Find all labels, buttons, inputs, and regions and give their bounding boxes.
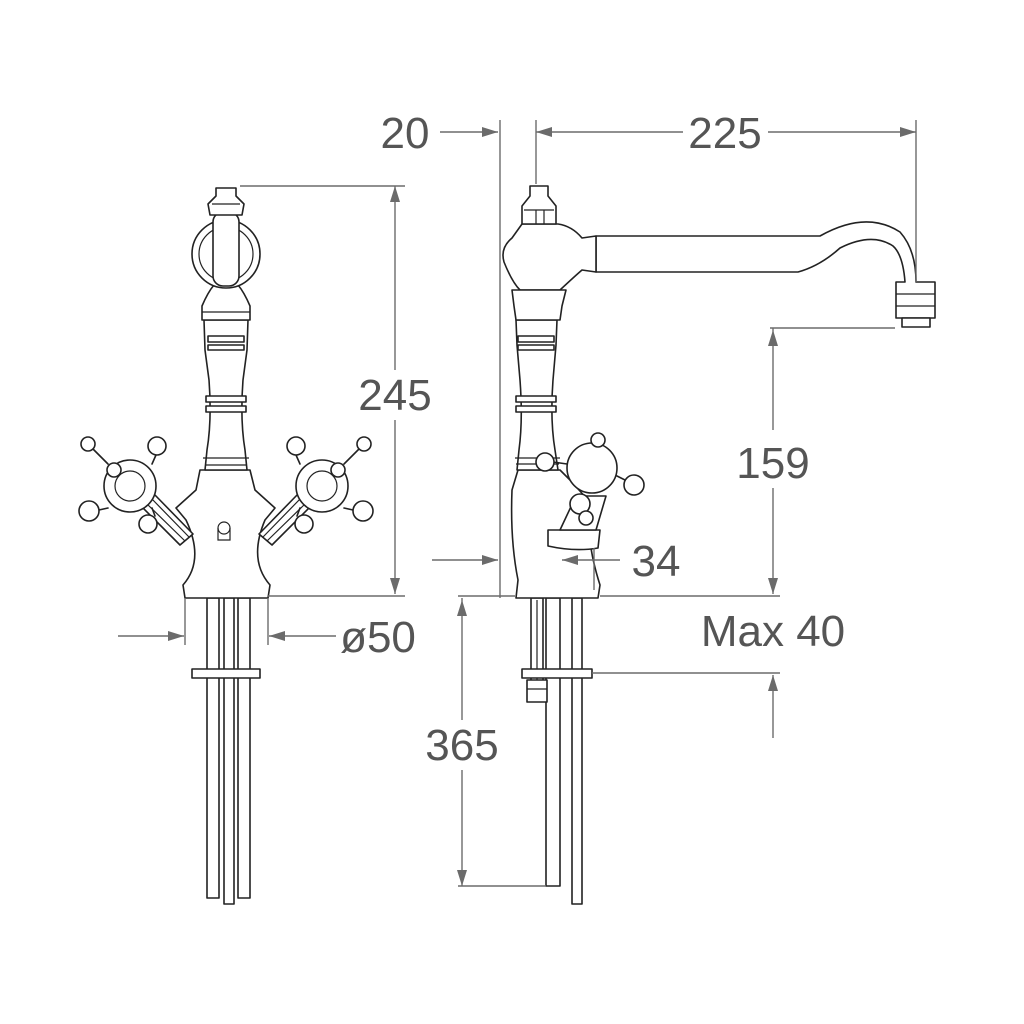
dimension-159: 159: [736, 439, 809, 488]
dimension-max-40: Max 40: [701, 607, 845, 656]
front-column: [201, 284, 251, 471]
side-supply-lines: [521, 597, 593, 905]
front-spout: [191, 187, 261, 289]
front-supply-tubes: [191, 597, 261, 905]
dimension-lines: [118, 120, 917, 887]
front-left-handle: [78, 436, 194, 546]
front-view: [78, 187, 374, 905]
dimension-365: 365: [425, 721, 498, 770]
dimension-20: 20: [381, 109, 430, 158]
dimension-245: 245: [358, 371, 431, 420]
side-handle: [535, 432, 645, 551]
side-spout: [502, 185, 936, 328]
side-column: [515, 319, 560, 471]
dimension-34: 34: [632, 537, 681, 586]
dimension-diameter-50: ø50: [340, 613, 416, 662]
front-right-handle: [258, 436, 374, 546]
dimension-225: 225: [688, 109, 761, 158]
side-view: [502, 185, 936, 905]
